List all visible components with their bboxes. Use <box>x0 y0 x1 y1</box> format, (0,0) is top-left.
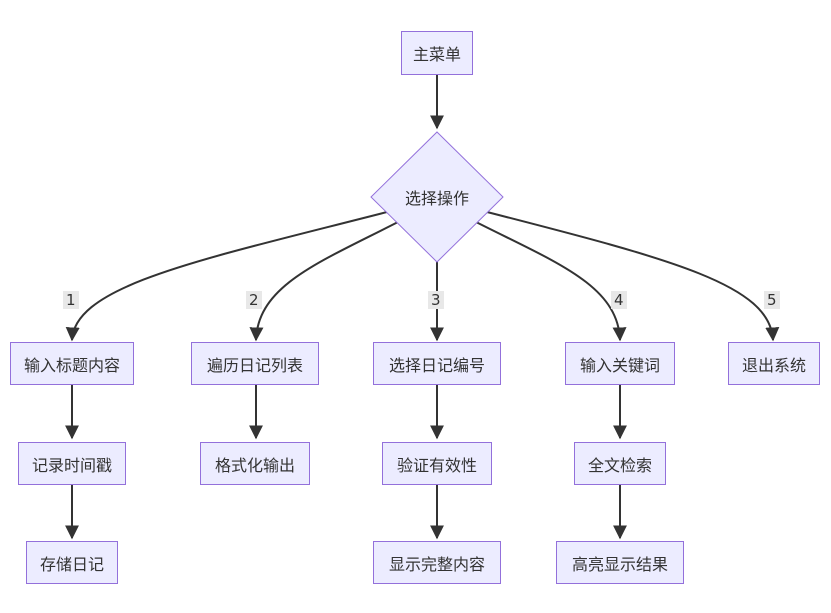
node-record-timestamp: 记录时间戳 <box>18 442 126 485</box>
edge-choice-to-option5 <box>486 211 780 342</box>
edge-choice-to-option4 <box>475 221 627 342</box>
edge-label-4: 4 <box>611 291 627 309</box>
node-input-keyword: 输入关键词 <box>565 342 675 385</box>
node-show-full: 显示完整内容 <box>373 541 501 584</box>
decision-diamond <box>370 131 504 263</box>
node-fulltext-search: 全文检索 <box>574 442 666 485</box>
node-exit-system: 退出系统 <box>728 342 820 385</box>
node-input-title: 输入标题内容 <box>10 342 134 385</box>
edge-label-3: 3 <box>428 291 444 309</box>
edge-label-5: 5 <box>764 291 780 309</box>
node-validate: 验证有效性 <box>382 442 492 485</box>
edge-label-1: 1 <box>63 291 79 309</box>
node-traverse-list: 遍历日记列表 <box>191 342 319 385</box>
edge-choice-to-option2 <box>249 221 399 342</box>
node-store-diary: 存储日记 <box>26 541 118 584</box>
node-format-output: 格式化输出 <box>200 442 310 485</box>
edge-label-2: 2 <box>246 291 262 309</box>
node-main-menu: 主菜单 <box>401 31 473 75</box>
node-choose-operation: 选择操作 <box>404 189 470 208</box>
node-select-id: 选择日记编号 <box>373 342 501 385</box>
edge-choice-to-option1 <box>65 211 388 342</box>
node-highlight-results: 高亮显示结果 <box>556 541 684 584</box>
